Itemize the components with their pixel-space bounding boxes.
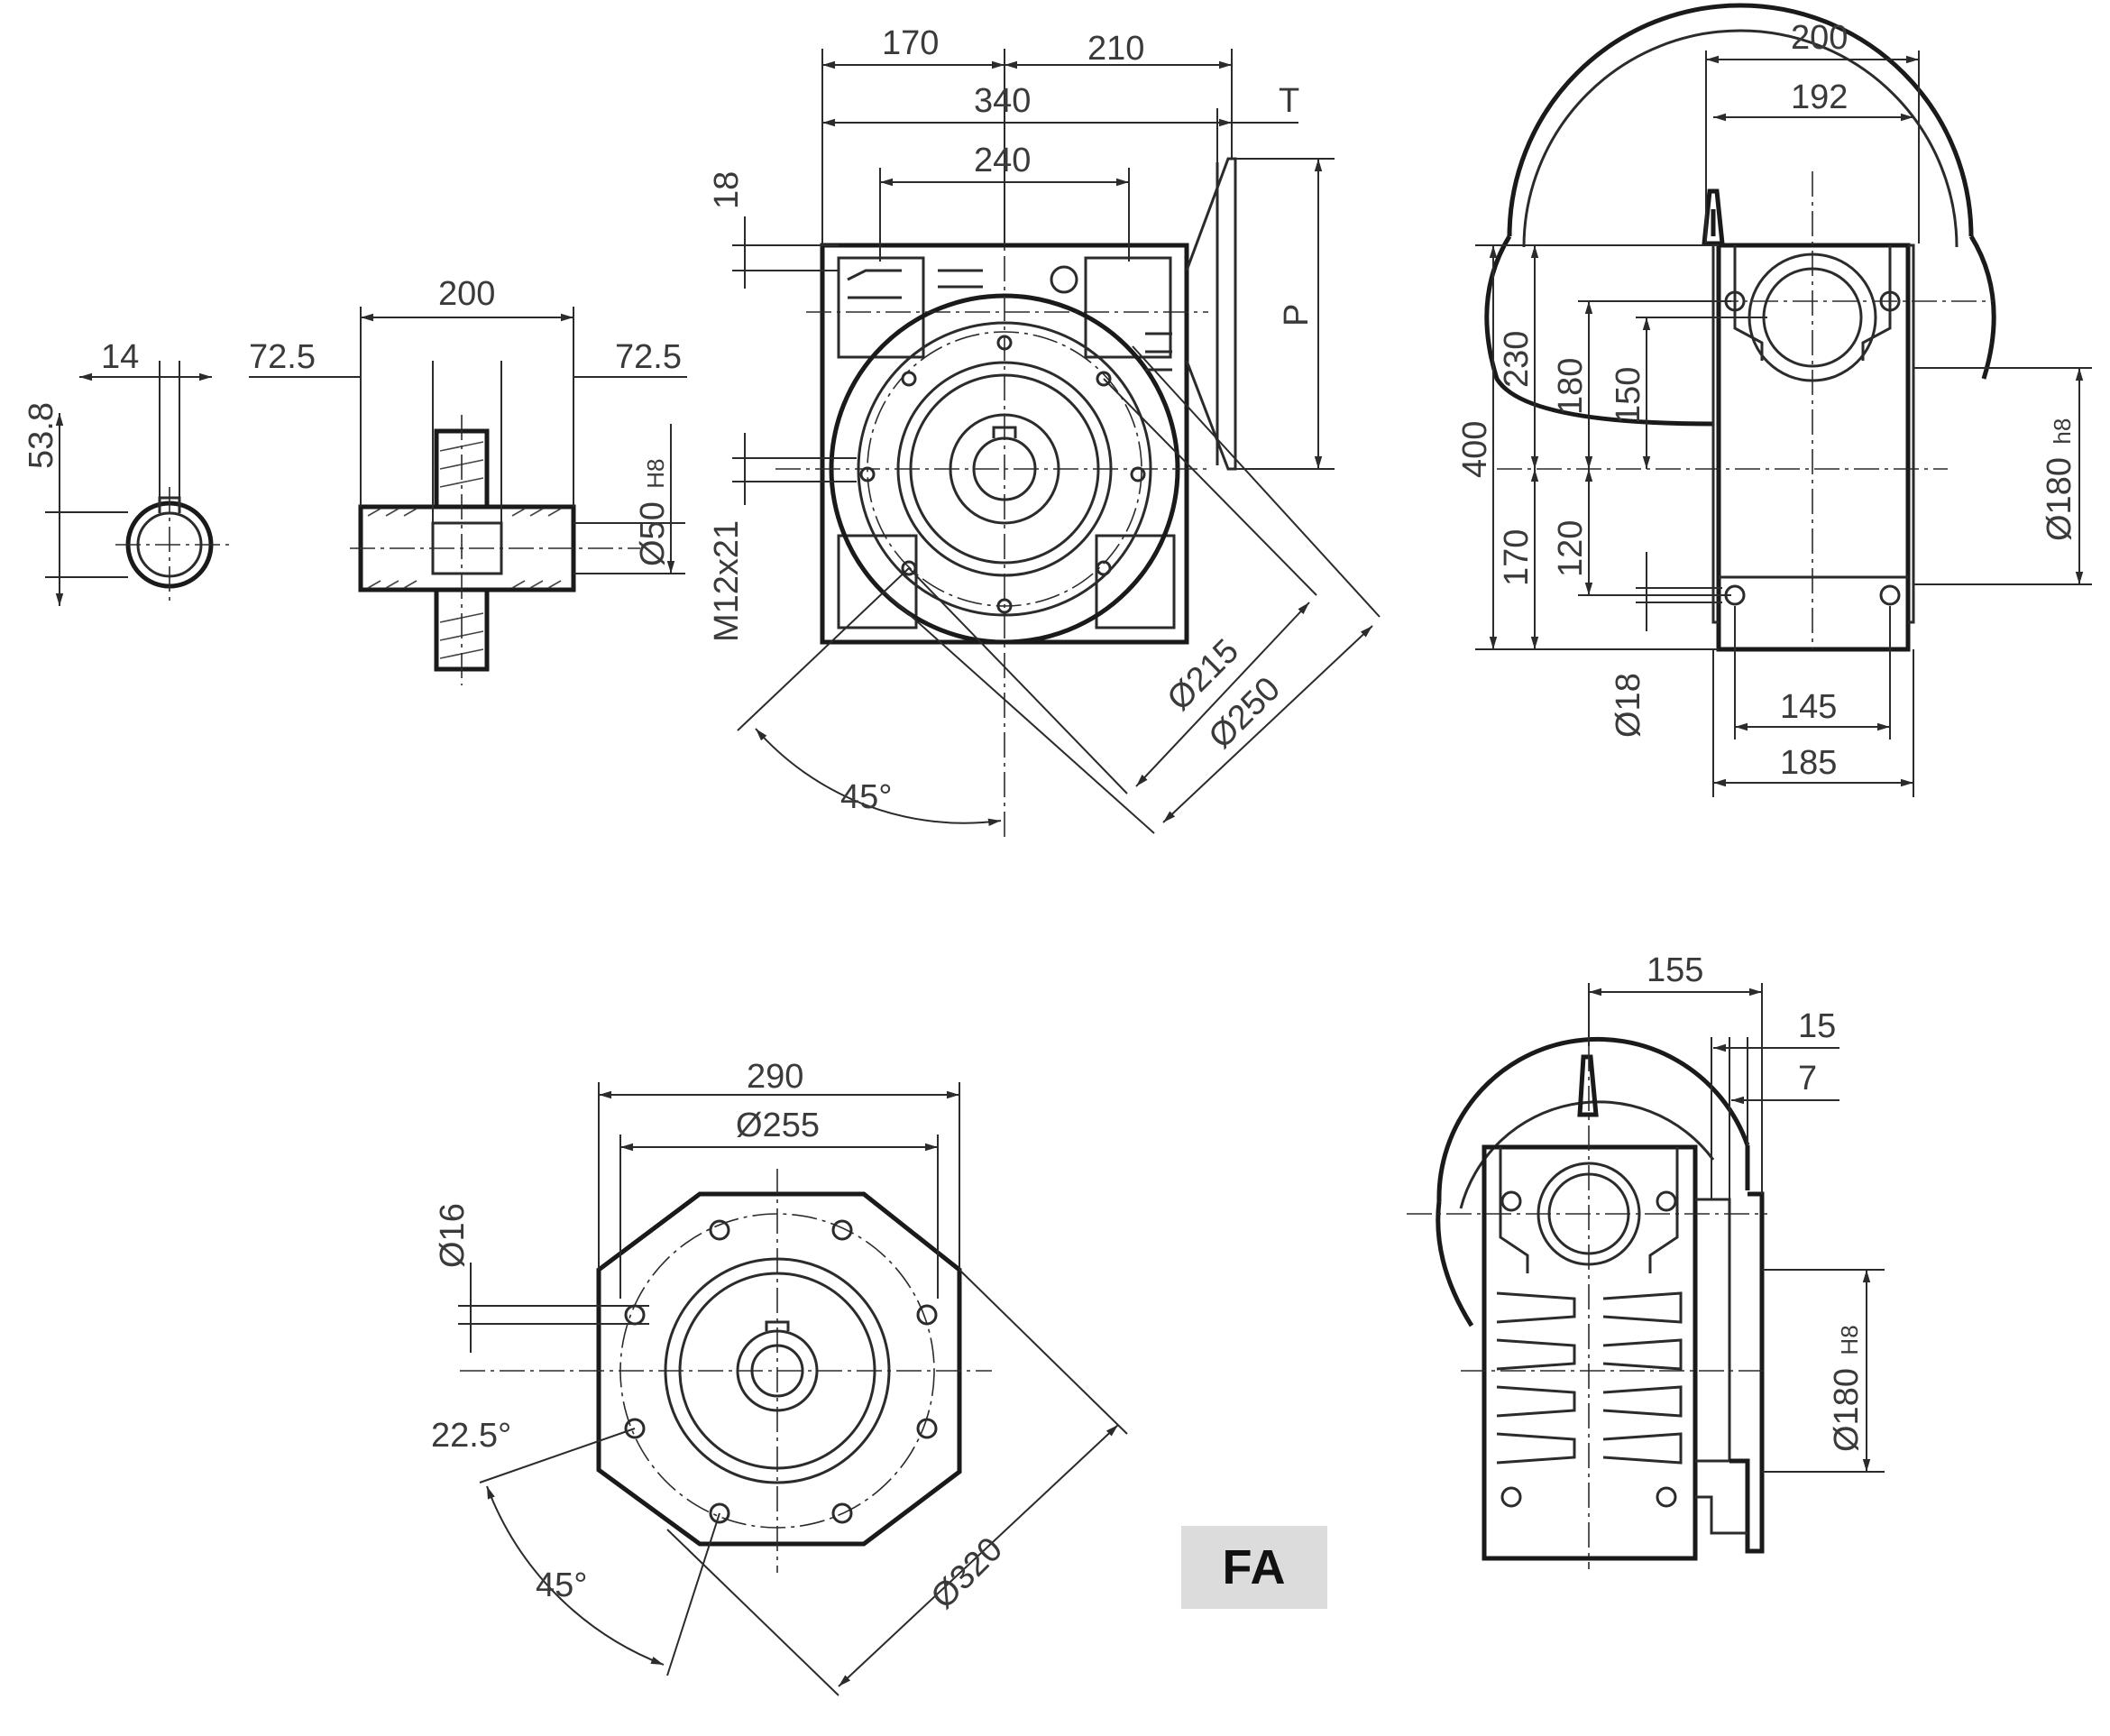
side-hole-18: Ø18 xyxy=(1610,673,1647,738)
hollow-shaft-offset-right: 72.5 xyxy=(615,338,682,376)
hollow-shaft-bore: Ø50 xyxy=(634,501,672,566)
side-spigot: Ø180 xyxy=(2041,457,2078,541)
shaft-section-view: 14 53.8 xyxy=(23,338,231,606)
svg-text:Ø50 H8: Ø50 H8 xyxy=(634,458,672,566)
side-dim-230: 230 xyxy=(1498,331,1536,388)
front-dim-p: P xyxy=(1278,304,1316,326)
flange-pcd-255: Ø255 xyxy=(736,1107,820,1144)
flange-angle-22-5: 22.5° xyxy=(431,1417,511,1455)
flange-side-spigot-tolerance: H8 xyxy=(1836,1325,1863,1355)
gearbox-front-view: 170 210 340 T 240 18 P M12x21 Ø215 Ø250 … xyxy=(708,24,1381,839)
side-dim-120: 120 xyxy=(1552,520,1590,577)
front-dim-170: 170 xyxy=(882,24,939,62)
side-spigot-tolerance: h8 xyxy=(2049,418,2076,445)
hollow-shaft-length: 200 xyxy=(438,275,495,313)
shaft-key-width: 14 xyxy=(101,338,139,376)
side-dim-150: 150 xyxy=(1610,367,1647,424)
gearbox-side-view: 200 192 400 230 170 180 120 150 Ø18 145 … xyxy=(1456,3,2092,797)
front-dim-340: 340 xyxy=(974,82,1031,120)
side-dim-192: 192 xyxy=(1791,78,1848,116)
flange-side-spigot: Ø180 xyxy=(1828,1368,1866,1452)
flange-side-dim-7: 7 xyxy=(1798,1060,1817,1098)
fa-version-badge: FA xyxy=(1181,1526,1327,1609)
front-dim-210: 210 xyxy=(1087,30,1144,68)
fa-badge-label: FA xyxy=(1222,1540,1287,1594)
front-angle-45: 45° xyxy=(840,778,892,816)
side-dim-170: 170 xyxy=(1498,529,1536,586)
front-dim-t: T xyxy=(1279,82,1299,120)
flange-side-view: 155 15 7 Ø180 H8 xyxy=(1407,951,1885,1569)
thread-spec: M12x21 xyxy=(708,520,746,642)
side-dim-145: 145 xyxy=(1780,688,1837,726)
side-dim-185: 185 xyxy=(1780,744,1837,782)
flange-dia-320: Ø320 xyxy=(924,1530,1010,1616)
flange-side-dim-15: 15 xyxy=(1798,1007,1836,1045)
hollow-shaft-bore-tolerance: H8 xyxy=(642,458,669,488)
svg-text:Ø180 H8: Ø180 H8 xyxy=(1828,1325,1866,1452)
hollow-shaft-view: 200 72.5 72.5 Ø50 H8 xyxy=(249,275,687,685)
side-dim-200: 200 xyxy=(1791,19,1848,57)
side-dim-180: 180 xyxy=(1552,358,1590,415)
flange-angle-45: 45° xyxy=(536,1566,587,1604)
svg-text:Ø180 h8: Ø180 h8 xyxy=(2041,418,2078,541)
shaft-key-height: 53.8 xyxy=(23,402,60,469)
flange-side-dim-155: 155 xyxy=(1647,951,1703,989)
front-dim-18: 18 xyxy=(708,171,746,209)
flange-dim-290: 290 xyxy=(747,1058,803,1096)
side-dim-400: 400 xyxy=(1456,421,1494,478)
flange-front-view: 290 Ø255 Ø16 22.5° 45° Ø320 xyxy=(431,1058,1128,1696)
flange-hole-16: Ø16 xyxy=(434,1203,472,1268)
hollow-shaft-offset-left: 72.5 xyxy=(249,338,316,376)
front-dim-240: 240 xyxy=(974,142,1031,179)
